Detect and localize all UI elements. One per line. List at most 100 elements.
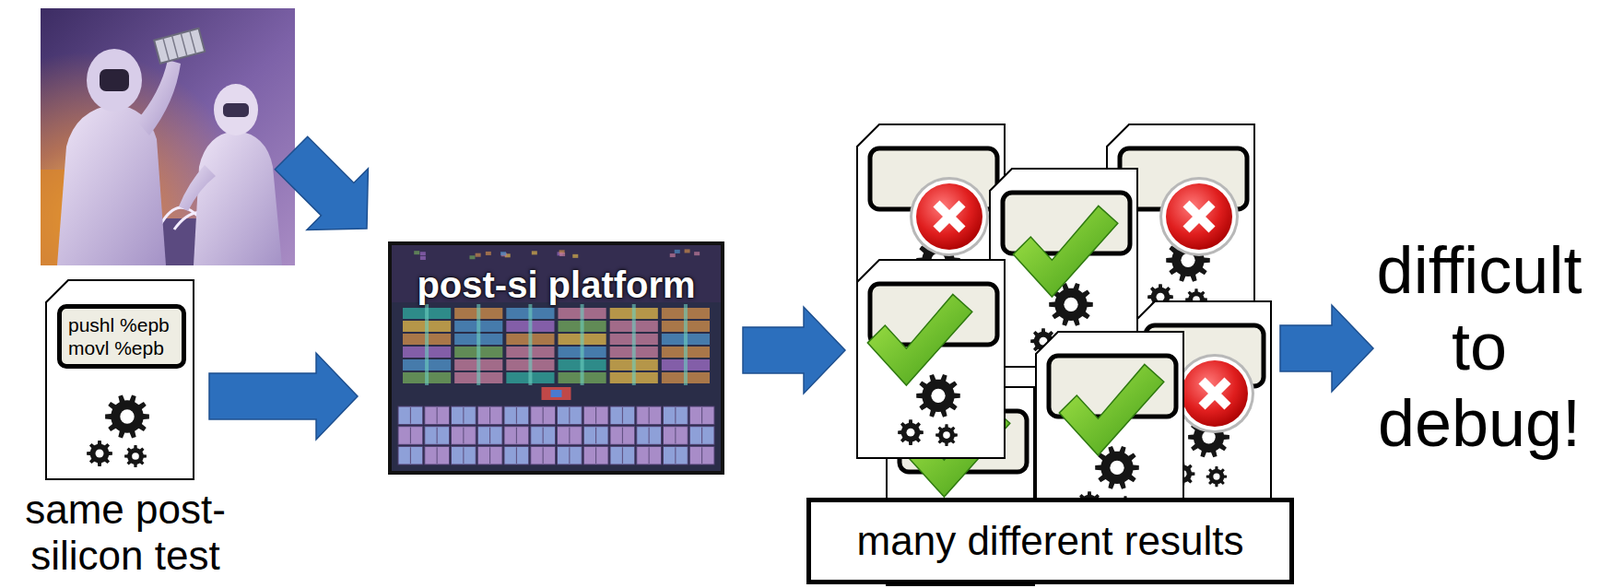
fail-mark (909, 176, 989, 257)
tray-body (153, 28, 205, 64)
pass-check (1012, 205, 1118, 297)
memory-line (622, 447, 624, 464)
results-label: many different results (806, 497, 1295, 585)
memory-array (451, 446, 477, 465)
memory-line (595, 427, 597, 445)
die-pad (531, 250, 538, 255)
memory-array (663, 426, 689, 446)
gear-icon (1094, 446, 1140, 490)
worker-arm (136, 59, 181, 136)
memory-array (636, 406, 662, 425)
gear-hole (906, 428, 916, 437)
die-pad (500, 251, 506, 256)
tray-slots (163, 30, 197, 61)
document-outline (46, 280, 194, 480)
memory-array (424, 426, 450, 446)
worker-body (193, 130, 283, 266)
memory-line (516, 427, 518, 445)
memory-line (648, 427, 650, 445)
memory-line (462, 447, 464, 464)
memory-line (568, 427, 570, 445)
memory-line (462, 407, 464, 424)
gear-hole (131, 452, 140, 460)
gear-hole (1212, 473, 1220, 481)
gear-hole (1063, 297, 1078, 312)
photo-background (40, 8, 295, 266)
photo-glow (40, 8, 295, 266)
document-outline (857, 259, 1005, 459)
memory-array (477, 446, 503, 465)
memory-array (610, 426, 636, 446)
die-bus (580, 304, 585, 386)
gear-hole (942, 431, 951, 439)
memory-array (451, 426, 477, 446)
memory-array (424, 446, 450, 465)
fail-disc (1165, 183, 1233, 250)
die-pad (670, 253, 676, 258)
gear-hole (95, 449, 105, 459)
fail-disc (916, 183, 983, 250)
gear-icon (124, 445, 147, 468)
gear-hole (930, 388, 945, 403)
result-document (857, 259, 1005, 459)
die-center-block (551, 389, 563, 398)
memory-array (663, 446, 689, 465)
flow-arrow (209, 352, 358, 440)
die-bus (632, 304, 636, 386)
memory-line (568, 447, 570, 464)
memory-array (530, 446, 556, 465)
memory-line (568, 407, 570, 424)
block-arrow (1280, 305, 1374, 392)
fail-cross (1186, 203, 1212, 230)
memory-array (530, 406, 556, 425)
fail-cross (936, 203, 963, 230)
chip-platform: post-si platform (388, 241, 725, 475)
memory-array (398, 446, 424, 465)
memory-array (398, 426, 424, 446)
cleanroom-photo (40, 8, 295, 266)
memory-array (504, 446, 530, 465)
memory-line (701, 407, 703, 424)
gear-icon (897, 419, 924, 446)
outcome-label: difficult to debug! (1364, 232, 1595, 462)
memory-array (504, 406, 530, 425)
memory-line (542, 427, 544, 445)
memory-line (674, 407, 676, 424)
memory-array (398, 406, 424, 425)
memory-array (689, 426, 715, 446)
die-pad (559, 252, 565, 257)
die-pad (684, 248, 691, 253)
memory-line (542, 447, 544, 464)
gear-hole (1109, 460, 1124, 475)
die-bus (683, 304, 688, 386)
memory-line (622, 407, 624, 424)
gear-icon (935, 423, 958, 447)
gear-icon (916, 374, 961, 418)
fail-disc (1181, 360, 1248, 427)
memory-line (516, 407, 518, 424)
memory-array (610, 446, 636, 465)
fail-mark (1175, 353, 1255, 434)
memory-array (477, 426, 503, 446)
memory-array (583, 406, 609, 425)
die-bus (424, 304, 429, 386)
memory-line (489, 407, 491, 424)
memory-array (610, 406, 636, 425)
fail-rim (909, 176, 989, 257)
fail-rim (1175, 353, 1255, 434)
fail-mark (1159, 176, 1239, 257)
pass-check (1058, 364, 1164, 456)
memory-array (504, 426, 530, 446)
memory-line (489, 447, 491, 464)
fail-ring (912, 179, 987, 254)
memory-line (542, 407, 544, 424)
fail-ring (1162, 179, 1236, 254)
block-arrow (274, 136, 368, 230)
gear-icon (86, 440, 113, 467)
memory-array (636, 446, 662, 465)
fail-ring (1177, 356, 1252, 431)
worker-hood (213, 83, 259, 136)
